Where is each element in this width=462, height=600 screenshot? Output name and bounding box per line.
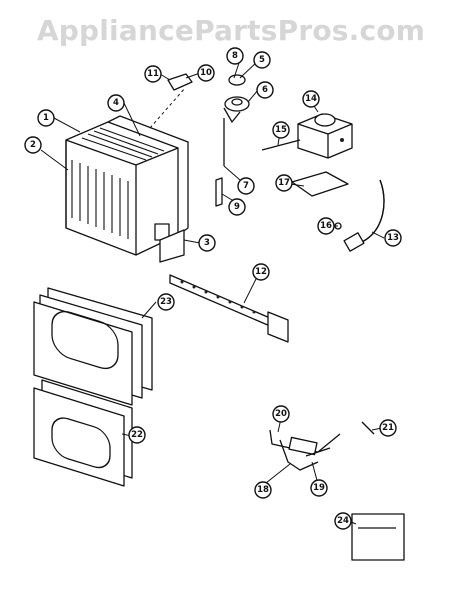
watermark: AppliancePartsPros.com (36, 14, 426, 47)
svg-text:12: 12 (255, 267, 267, 277)
svg-text:23: 23 (160, 297, 172, 307)
svg-text:18: 18 (257, 485, 269, 495)
svg-text:24: 24 (337, 516, 349, 526)
svg-text:3: 3 (204, 238, 210, 248)
svg-text:14: 14 (305, 94, 317, 104)
callout-19: 19 (310, 479, 328, 497)
svg-text:6: 6 (262, 85, 268, 95)
callout-1: 1 (37, 109, 55, 127)
svg-text:17: 17 (278, 178, 290, 188)
svg-text:10: 10 (200, 68, 212, 78)
svg-text:8: 8 (232, 51, 238, 61)
mounting-plate (291, 171, 349, 197)
callout-4: 4 (107, 94, 125, 112)
callout-18: 18 (254, 481, 272, 499)
callout-12: 12 (252, 263, 270, 281)
svg-text:13: 13 (387, 233, 399, 243)
svg-text:22: 22 (131, 430, 143, 440)
callout-17: 17 (275, 174, 293, 192)
callout-7: 7 (237, 177, 255, 195)
callout-9: 9 (228, 198, 246, 216)
callout-10: 10 (197, 64, 215, 82)
callout-6: 6 (256, 81, 274, 99)
radiant-panel-22 (33, 379, 133, 487)
svg-text:20: 20 (275, 409, 287, 419)
svg-text:11: 11 (147, 69, 159, 79)
heater-cabinet (65, 121, 179, 256)
callout-24: 24 (334, 512, 352, 530)
callout-22: 22 (128, 426, 146, 444)
svg-text:15: 15 (275, 125, 287, 135)
svg-text:2: 2 (30, 140, 36, 150)
back-panel (107, 115, 189, 236)
svg-text:7: 7 (243, 181, 249, 191)
svg-text:21: 21 (382, 423, 394, 433)
callout-13: 13 (384, 229, 402, 247)
callout-16: 16 (317, 217, 335, 235)
rating-label (351, 513, 405, 561)
ignition-wire (361, 421, 375, 435)
svg-text:5: 5 (259, 55, 265, 65)
svg-text:9: 9 (234, 202, 240, 212)
burner-rail (169, 274, 289, 343)
callout-15: 15 (272, 121, 290, 139)
svg-text:16: 16 (320, 221, 332, 231)
callout-8: 8 (226, 47, 244, 65)
radiant-panel-23 (33, 287, 153, 406)
callout-23: 23 (157, 293, 175, 311)
svg-text:1: 1 (43, 113, 49, 123)
callout-3: 3 (198, 234, 216, 252)
callout-14: 14 (302, 90, 320, 108)
igniter-assembly (269, 429, 341, 471)
valve-knob-assembly (167, 73, 250, 207)
mounting-bracket (159, 229, 185, 263)
callout-2: 2 (24, 136, 42, 154)
pilot-tube (261, 139, 301, 151)
callout-21: 21 (379, 419, 397, 437)
callout-11: 11 (144, 65, 162, 83)
callout-20: 20 (272, 405, 290, 423)
regulator (297, 113, 353, 159)
callout-5: 5 (253, 51, 271, 69)
svg-text:4: 4 (113, 98, 119, 108)
svg-text:19: 19 (313, 483, 325, 493)
front-grille (71, 160, 129, 239)
